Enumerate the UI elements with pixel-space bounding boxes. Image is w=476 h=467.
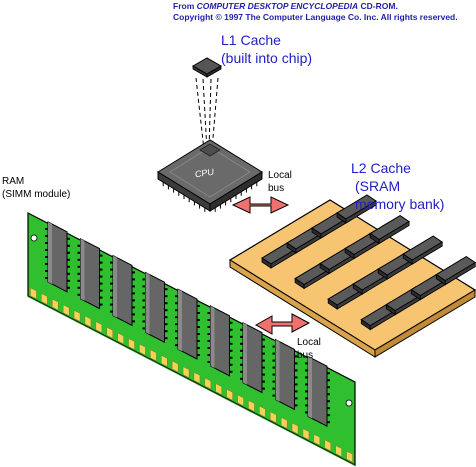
- l2-cache-title: L2 Cache: [351, 160, 411, 176]
- local-bus-upper-line2: bus: [268, 183, 284, 195]
- credit-prefix: From: [173, 1, 194, 11]
- credit-copyright: Copyright © 1997 The Computer Language C…: [173, 12, 458, 22]
- l1-connector-lines: [196, 78, 218, 150]
- l2-cache-board: [230, 195, 475, 357]
- credit-suffix: CD-ROM.: [361, 1, 398, 11]
- local-bus-lower-line1: Local: [297, 337, 321, 349]
- l2-cache-desc: memory bank): [355, 196, 444, 212]
- ram-title: RAM: [2, 176, 24, 188]
- l1-cache-die: [193, 58, 221, 77]
- local-bus-arrow-upper: [233, 197, 288, 213]
- local-bus-upper-line1: Local: [268, 170, 292, 182]
- l1-cache-title: L1 Cache: [221, 32, 281, 48]
- local-bus-lower-line2: bus: [297, 350, 313, 362]
- credit-book-title: COMPUTER DESKTOP ENCYCLOPEDIA: [197, 1, 359, 11]
- l1-cache-subtitle: (built into chip): [221, 50, 312, 66]
- l2-cache-type: (SRAM: [355, 178, 400, 194]
- ram-subtitle: (SIMM module): [2, 189, 70, 201]
- local-bus-arrow-lower: [256, 314, 309, 334]
- credit-line-1: From COMPUTER DESKTOP ENCYCLOPEDIA CD-RO…: [173, 1, 398, 11]
